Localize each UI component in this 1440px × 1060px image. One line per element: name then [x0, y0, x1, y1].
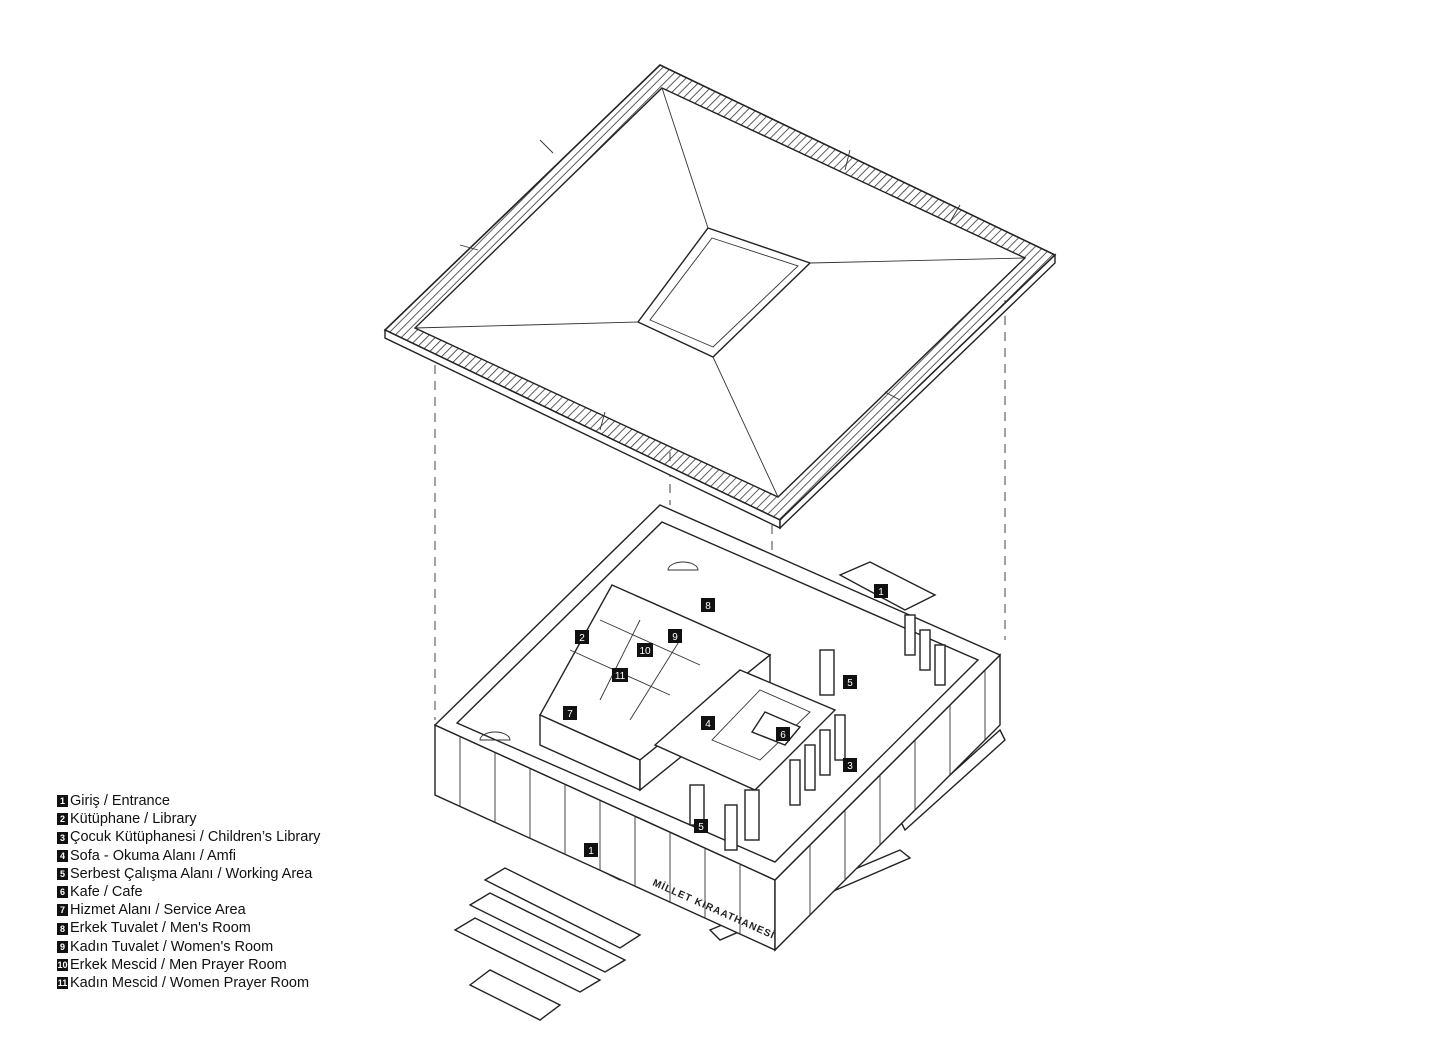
room-tag-womens-room: 9: [668, 629, 682, 643]
room-tag-women-prayer: 11: [612, 668, 628, 682]
room-tag-men-prayer: 10: [637, 643, 653, 657]
svg-text:11: 11: [615, 671, 626, 682]
svg-text:8: 8: [705, 601, 711, 612]
room-tag-working-area: 5: [694, 819, 708, 833]
room-tag-service-area: 7: [563, 706, 577, 720]
svg-text:7: 7: [567, 709, 573, 720]
svg-text:1: 1: [878, 587, 884, 598]
svg-text:10: 10: [639, 646, 651, 657]
room-tag-working-area: 5: [843, 675, 857, 689]
svg-text:6: 6: [780, 730, 786, 741]
svg-text:4: 4: [705, 719, 711, 730]
room-tag-cafe: 6: [776, 727, 790, 741]
room-tag-entrance: 1: [874, 584, 888, 598]
svg-text:3: 3: [847, 761, 853, 772]
room-tag-mens-room: 8: [701, 598, 715, 612]
svg-text:2: 2: [579, 633, 585, 644]
roof: [383, 64, 1057, 530]
svg-text:9: 9: [672, 632, 678, 643]
svg-text:5: 5: [698, 822, 704, 833]
facade-columns: [459, 670, 986, 934]
room-tag-childrens-library: 3: [843, 758, 857, 772]
room-tag-sofa: 4: [701, 716, 715, 730]
ground-floor: MİLLET KIRAATHANESİ: [433, 504, 1006, 1021]
room-tag-entrance: 1: [584, 843, 598, 857]
svg-text:5: 5: [847, 678, 853, 689]
room-tag-library: 2: [575, 630, 589, 644]
svg-text:1: 1: [588, 846, 594, 857]
bookshelves: [689, 614, 946, 851]
room-tags: 1 2 3 4 5 5 6 7 8 9 10 11 1: [563, 584, 888, 857]
